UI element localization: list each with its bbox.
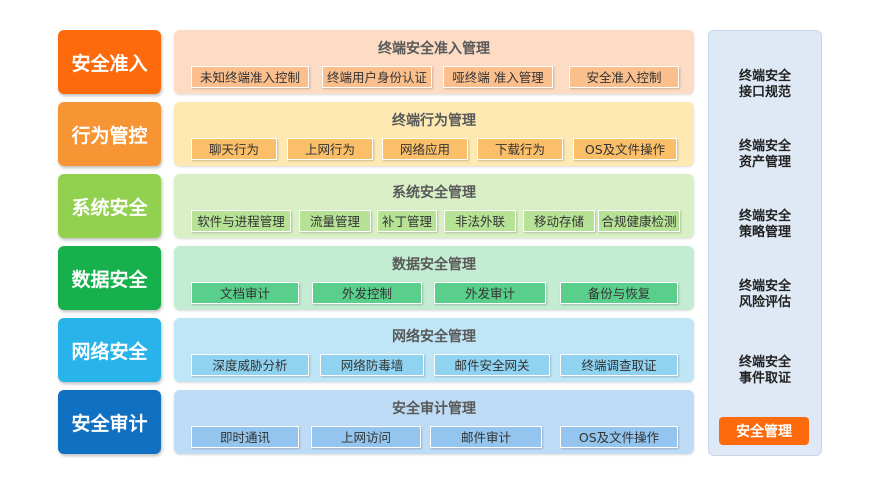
module-box: 邮件审计: [430, 426, 542, 448]
layer-audit: 安全审计 安全审计管理 即时通讯 上网访问 邮件审计 OS及文件操作: [58, 390, 694, 454]
module-box: 安全准入控制: [569, 66, 679, 88]
module-box: 软件与进程管理: [191, 210, 291, 232]
module-box: 终端用户身份认证: [322, 66, 432, 88]
security-management-button[interactable]: 安全管理: [719, 417, 809, 445]
layer-panel: 数据安全管理 文档审计 外发控制 外发审计 备份与恢复: [174, 246, 694, 310]
layer-network: 网络安全 网络安全管理 深度威胁分析 网络防毒墙 邮件安全网关 终端调查取证: [58, 318, 694, 382]
module-box: OS及文件操作: [560, 426, 678, 448]
panel-title: 终端行为管理: [392, 113, 476, 129]
module-box: 哑终端 准入管理: [443, 66, 553, 88]
module-box: 未知终端准入控制: [191, 66, 309, 88]
module-box: 即时通讯: [191, 426, 299, 448]
layer-label: 系统安全: [58, 174, 161, 238]
layer-panel: 网络安全管理 深度威胁分析 网络防毒墙 邮件安全网关 终端调查取证: [174, 318, 694, 382]
panel-title: 数据安全管理: [392, 257, 476, 273]
side-item: 终端安全 事件取证: [738, 355, 791, 386]
module-box: 深度威胁分析: [191, 354, 309, 376]
layer-label: 数据安全: [58, 246, 161, 310]
layer-label: 行为管控: [58, 102, 161, 166]
module-box: 流量管理: [299, 210, 371, 232]
module-box: 网络防毒墙: [320, 354, 424, 376]
layer-label: 网络安全: [58, 318, 161, 382]
module-box: 备份与恢复: [560, 282, 678, 304]
module-box: 上网行为: [287, 138, 373, 160]
layer-panel: 终端安全准入管理 未知终端准入控制 终端用户身份认证 哑终端 准入管理 安全准入…: [174, 30, 694, 94]
management-side-panel: 终端安全 接口规范 终端安全 资产管理 终端安全 策略管理 终端安全 风险评估 …: [708, 30, 822, 456]
side-item: 终端安全 策略管理: [738, 209, 791, 240]
module-box: 网络应用: [382, 138, 468, 160]
module-box: 下载行为: [477, 138, 563, 160]
side-item: 终端安全 接口规范: [738, 69, 791, 100]
panel-title: 安全审计管理: [392, 401, 476, 417]
layer-access: 安全准入 终端安全准入管理 未知终端准入控制 终端用户身份认证 哑终端 准入管理…: [58, 30, 694, 94]
layer-panel: 终端行为管理 聊天行为 上网行为 网络应用 下载行为 OS及文件操作: [174, 102, 694, 166]
panel-title: 终端安全准入管理: [378, 41, 490, 57]
module-box: 外发控制: [312, 282, 422, 304]
layer-behavior: 行为管控 终端行为管理 聊天行为 上网行为 网络应用 下载行为 OS及文件操作: [58, 102, 694, 166]
module-box: 外发审计: [434, 282, 546, 304]
module-box: 补丁管理: [377, 210, 437, 232]
layer-system: 系统安全 系统安全管理 软件与进程管理 流量管理 补丁管理 非法外联 移动存储 …: [58, 174, 694, 238]
module-box: 移动存储: [523, 210, 595, 232]
module-box: 合规健康检测: [598, 210, 680, 232]
module-box: 文档审计: [191, 282, 299, 304]
module-box: OS及文件操作: [573, 138, 677, 160]
layer-panel: 系统安全管理 软件与进程管理 流量管理 补丁管理 非法外联 移动存储 合规健康检…: [174, 174, 694, 238]
side-item: 终端安全 风险评估: [738, 279, 791, 310]
module-box: 非法外联: [444, 210, 516, 232]
layer-data: 数据安全 数据安全管理 文档审计 外发控制 外发审计 备份与恢复: [58, 246, 694, 310]
module-box: 上网访问: [311, 426, 421, 448]
layer-panel: 安全审计管理 即时通讯 上网访问 邮件审计 OS及文件操作: [174, 390, 694, 454]
panel-title: 网络安全管理: [392, 329, 476, 345]
module-box: 终端调查取证: [560, 354, 678, 376]
side-item: 终端安全 资产管理: [738, 139, 791, 170]
layer-label: 安全准入: [58, 30, 161, 94]
module-box: 聊天行为: [191, 138, 277, 160]
panel-title: 系统安全管理: [392, 185, 476, 201]
layer-label: 安全审计: [58, 390, 161, 454]
module-box: 邮件安全网关: [434, 354, 550, 376]
